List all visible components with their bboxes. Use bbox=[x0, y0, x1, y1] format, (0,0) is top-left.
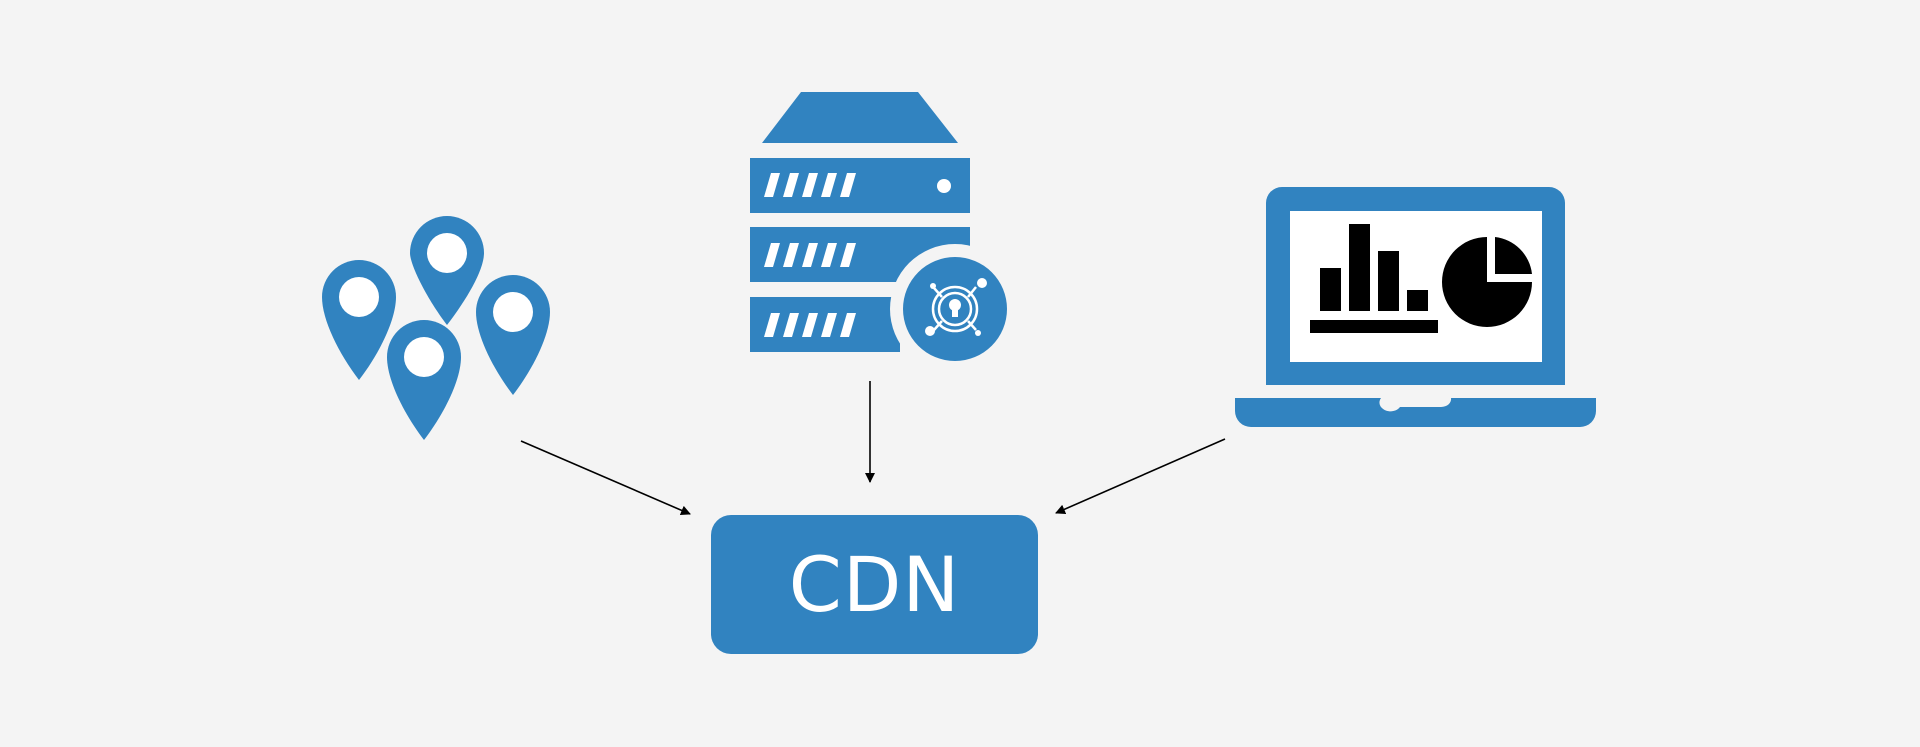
location-pin-icon bbox=[410, 216, 484, 325]
location-pin-icon bbox=[387, 320, 461, 440]
cdn-label: CDN bbox=[788, 539, 961, 629]
server-security-icon bbox=[750, 92, 1020, 374]
cdn-box: CDN bbox=[711, 515, 1038, 654]
arrow-from-laptop bbox=[1055, 438, 1226, 514]
location-pin-icon bbox=[476, 275, 550, 395]
arrow-from-locations bbox=[520, 440, 691, 516]
location-pins-icon bbox=[322, 216, 550, 440]
location-pin-icon bbox=[322, 260, 396, 380]
laptop-analytics-icon bbox=[1235, 187, 1596, 427]
arrows bbox=[520, 381, 1226, 516]
